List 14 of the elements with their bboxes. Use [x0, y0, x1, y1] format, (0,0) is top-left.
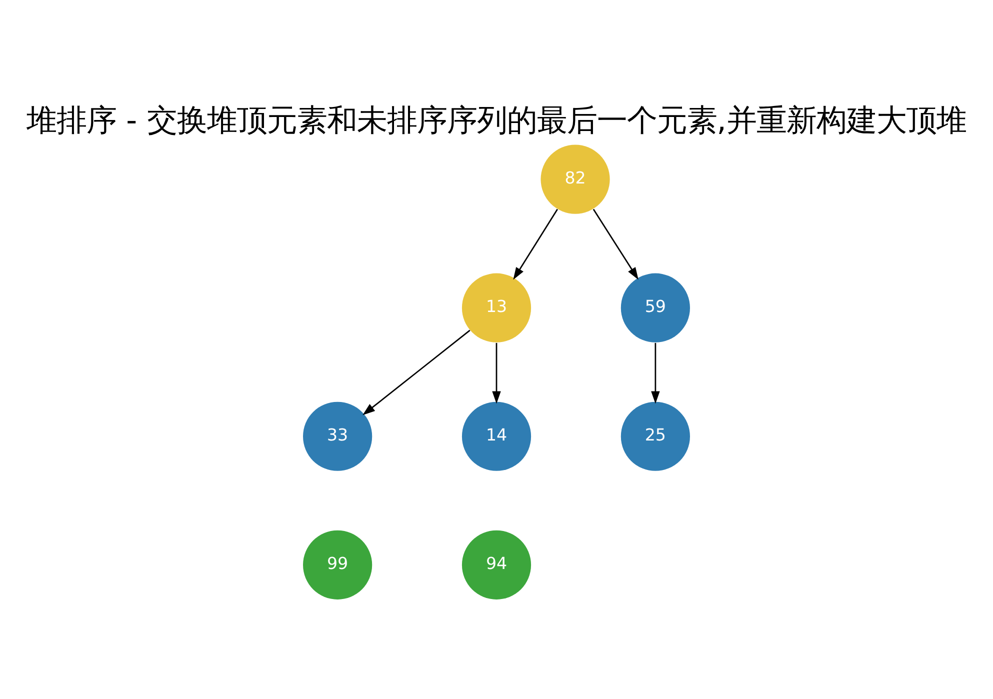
node-circle: 82	[540, 144, 610, 214]
node-circle: 13	[462, 272, 532, 342]
diagram-title: 堆排序 - 交换堆顶元素和未排序序列的最后一个元素,并重新构建大顶堆	[26, 102, 966, 138]
arrow	[592, 208, 638, 280]
node-circle: 33	[303, 401, 372, 470]
node-circle: 59	[620, 272, 690, 342]
arrow	[513, 208, 558, 280]
arrow	[651, 342, 660, 404]
node-circle: 94	[462, 530, 532, 599]
node-circle: 14	[462, 401, 532, 470]
arrow	[362, 329, 470, 415]
arrow	[492, 342, 501, 404]
node-circle: 99	[303, 530, 372, 599]
node-circle: 25	[620, 401, 690, 470]
